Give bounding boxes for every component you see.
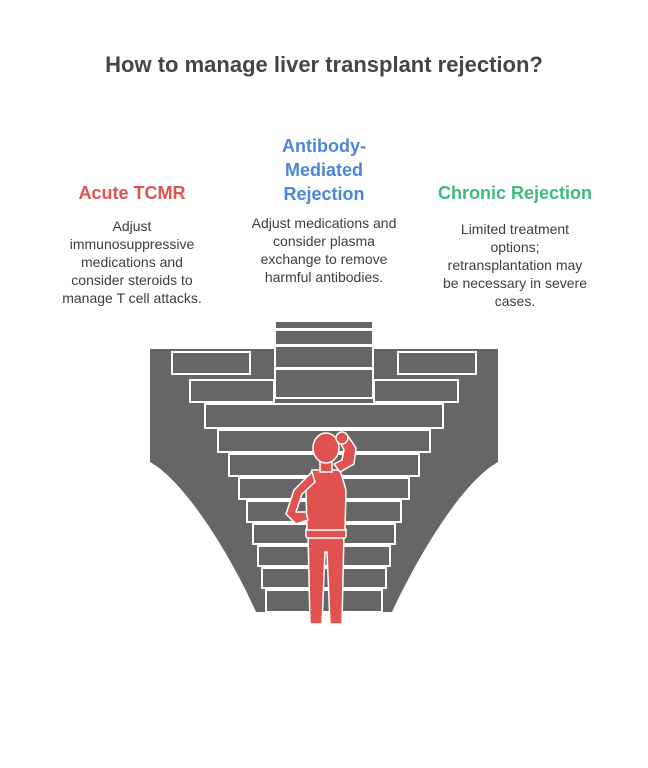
stair-step bbox=[204, 403, 444, 429]
person-figure bbox=[285, 431, 357, 625]
heading-line: Mediated bbox=[284, 160, 363, 180]
text-line: Adjust bbox=[112, 218, 152, 234]
person-legs bbox=[307, 531, 345, 625]
text-line: Adjust medications and bbox=[251, 215, 397, 231]
text-line: Limited treatment bbox=[460, 221, 570, 237]
page-title: How to manage liver transplant rejection… bbox=[105, 52, 543, 77]
stair-step bbox=[189, 379, 275, 403]
heading-acute-tcmr: Acute TCMR bbox=[78, 183, 186, 203]
person-hand bbox=[335, 431, 349, 445]
block-layer bbox=[274, 368, 374, 399]
stair-step bbox=[397, 351, 477, 375]
block-layer bbox=[274, 345, 374, 369]
text-line: be necessary in severe bbox=[443, 275, 587, 291]
description-acute-tcmr: Adjust immunosuppressive medications and… bbox=[52, 217, 212, 307]
block-layer bbox=[274, 329, 374, 346]
text-line: manage T cell attacks. bbox=[62, 290, 202, 306]
central-block bbox=[274, 320, 374, 399]
stair-steps bbox=[171, 351, 477, 613]
text-line: retransplantation may bbox=[447, 257, 583, 273]
block-layer bbox=[274, 320, 374, 330]
column-acute-tcmr: Acute TCMR Adjust immunosuppressive medi… bbox=[52, 181, 212, 307]
person-arm-left bbox=[285, 471, 316, 525]
column-antibody-mediated: Antibody- Mediated Rejection Adjust medi… bbox=[240, 134, 408, 286]
heading-line: Antibody- bbox=[282, 136, 366, 156]
text-line: immunosuppressive bbox=[69, 236, 195, 252]
text-line: options; bbox=[490, 239, 540, 255]
text-line: exchange to remove bbox=[260, 251, 388, 267]
text-line: harmful antibodies. bbox=[264, 269, 384, 285]
text-line: consider plasma bbox=[273, 233, 375, 249]
stair-step bbox=[373, 379, 459, 403]
description-chronic-rejection: Limited treatment options; retransplanta… bbox=[430, 220, 600, 310]
column-chronic-rejection: Chronic Rejection Limited treatment opti… bbox=[430, 181, 600, 310]
heading-antibody-mediated: Antibody- Mediated Rejection bbox=[240, 134, 408, 206]
person-head bbox=[312, 432, 340, 464]
heading-chronic-rejection: Chronic Rejection bbox=[437, 183, 593, 203]
text-line: consider steroids to bbox=[71, 272, 193, 288]
text-line: cases. bbox=[494, 293, 536, 309]
text-line: medications and bbox=[81, 254, 183, 270]
description-antibody-mediated: Adjust medications and consider plasma e… bbox=[240, 214, 408, 286]
heading-line: Rejection bbox=[283, 184, 365, 204]
stair-step bbox=[171, 351, 251, 375]
